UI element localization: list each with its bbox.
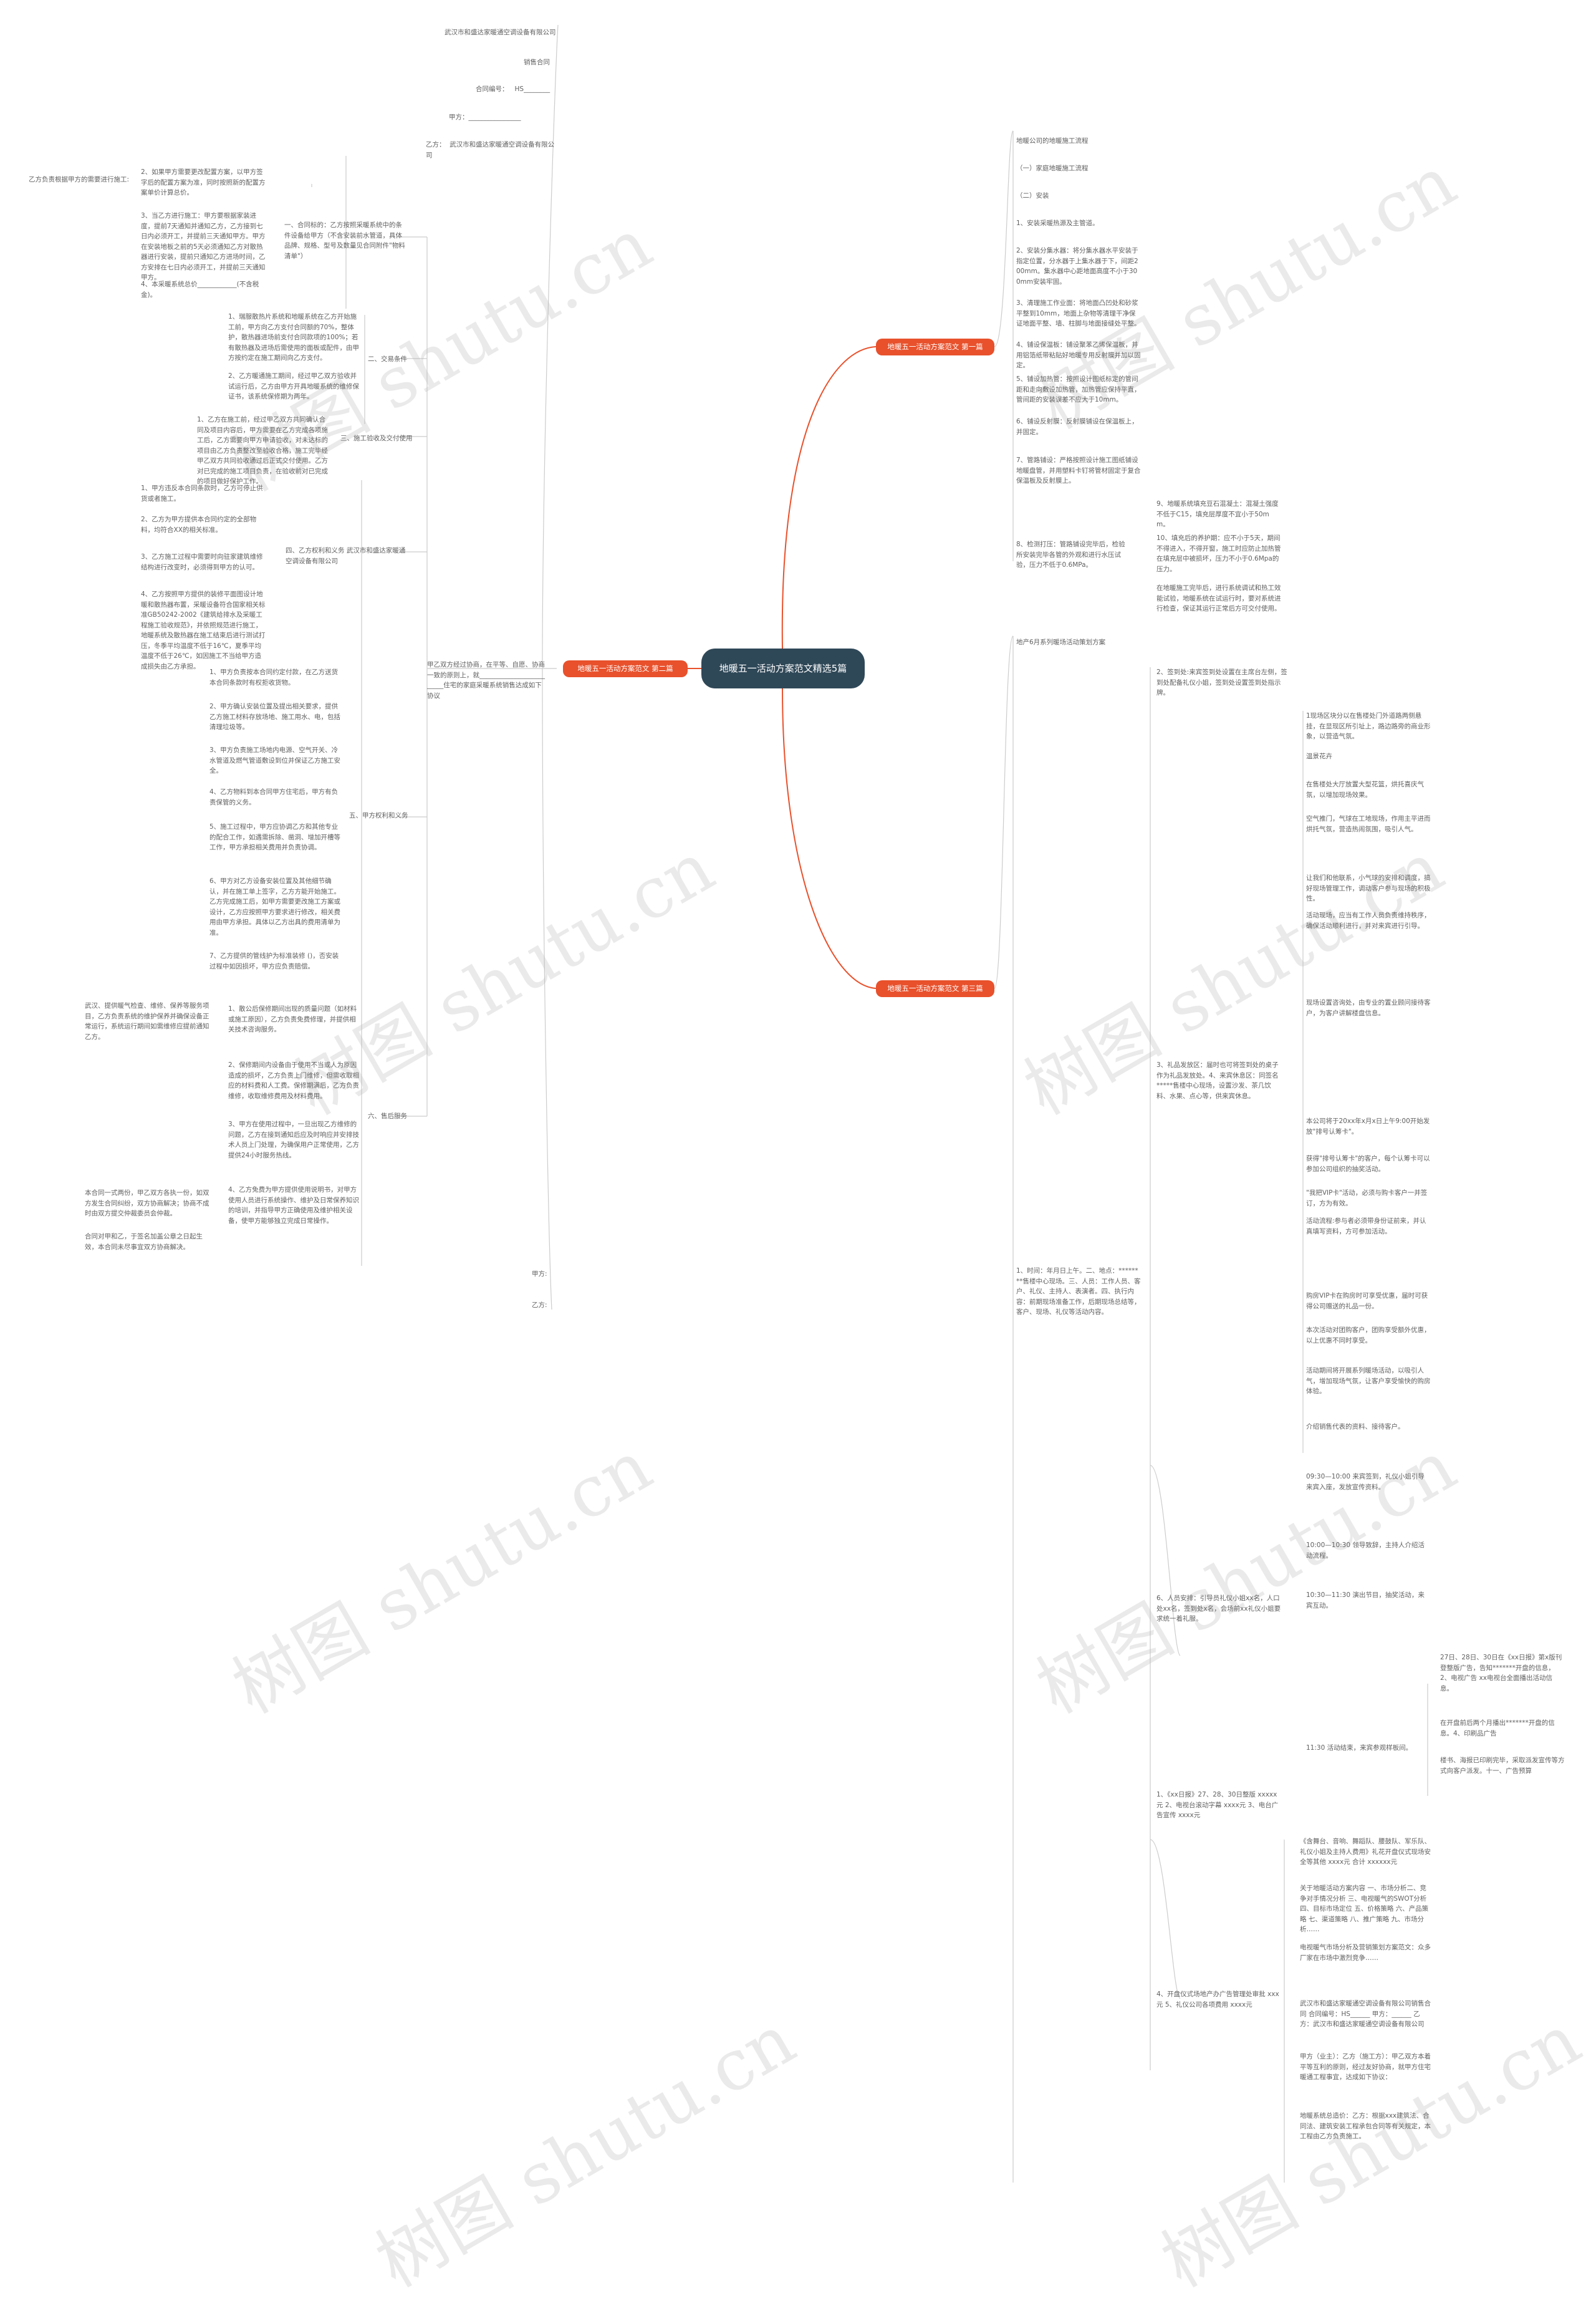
section-1: 一、合同标的：乙方按照采暖系统中的条件设备给甲方（不含安装前水管道，具体品牌、规…	[284, 221, 405, 260]
section-5: 五、甲方权利和义务	[349, 812, 408, 819]
contract-company: 武汉市和盛达家暖通空调设备有限公司	[445, 29, 556, 36]
b3-budget: 4、开盘仪式场地产办广告管理处审批 xxx元 5、礼仪公司各项费用 xxxx元	[1156, 1990, 1279, 2009]
mind-map: 树图 shutu.cn 树图 shutu.cn 树图 shutu.cn 树图 s…	[29, 24, 1594, 2303]
b1-item: 1、安装采暖热源及主管道。	[1016, 220, 1099, 227]
b1-item: （一）家庭地暖施工流程	[1016, 165, 1089, 172]
section-1-item: 2、如果甲方需要更改配置方案，以甲方签字后的配置方案为准，同时按照新的配置方案单…	[141, 168, 266, 196]
b1-item: （二）安装	[1016, 192, 1049, 200]
b3-gifts: 3、礼品发放区：届时也可将签到处的桌子作为礼品发放处。4、来宾休息区：同签名**…	[1156, 1061, 1279, 1100]
center-topic[interactable]: 地暖五一活动方案范文精选5篇	[701, 649, 865, 688]
b3-signin: 2、签到处:来宾签到处设置在主席台左侧，签到处配备礼仪小姐，签到处设置签到处指示…	[1156, 668, 1287, 697]
section-6-item: 1、散公后保修期间出现的质量问题（如材料或施工原因），乙方负责免费修理，并提供相…	[228, 1005, 357, 1033]
b3-plan: 甲方（业主）：乙方（施工方）：甲乙双方本着平等互利的原则，经过友好协商，就甲方住…	[1300, 2053, 1431, 2081]
section-4-item: 3、乙方施工过程中需要时向驻家建筑维修结构进行改变时，必须得到甲方的认可。	[141, 553, 263, 571]
b3-detail: 活动现场，应当有工作人员负责维持秩序，确保活动顺利进行，并对来宾进行引导。	[1306, 912, 1431, 930]
b3-detail: 介绍销售代表的资料、接待客户。	[1306, 1423, 1405, 1430]
b1-item: 8、检测打压：管路铺设完毕后，检验所安装完毕各管的外观和进行水压试验，压力不低于…	[1016, 541, 1125, 569]
b3-detail: 本次活动对团购客户，团购享受额外优惠，以上优惠不同时享受。	[1306, 1326, 1431, 1344]
b3-detail: 1现场区块分以在售楼处门外道路两侧悬挂，在显现区所引址上，路边路旁的商业形象，以…	[1306, 712, 1431, 740]
section-5-item: 2、甲方确认安装位置及提出相关要求，提供乙方施工材料存放场地、施工用水、电，包括…	[209, 703, 340, 731]
section-4: 四、乙方权利和义务 武汉市和盛达家暖通空调设备有限公司	[286, 547, 406, 565]
b3-agenda: 10:30—11:30 演出节目，抽奖活动，来宾互动。	[1306, 1591, 1425, 1609]
section-1-item: 4、本采暖系统总价____________(不含税金)。	[141, 281, 259, 299]
b1-subitem: 10、填充后的养护期：应不小于5天，期间不得进入，不得开窗，施工时应防止加热管在…	[1156, 534, 1281, 573]
b3-title: 地产6月系列暖场活动策划方案	[1016, 639, 1106, 646]
contract-party-b: 乙方： 武汉市和盛达家暖通空调设备有限公司	[426, 141, 555, 159]
branch-second[interactable]: 地暖五一活动方案范文 第二篇	[563, 660, 688, 677]
section-4-item: 4、乙方按照甲方提供的装修平面图设计地暖和散热器布置，采暖设备符合国家相关标准G…	[141, 591, 266, 670]
section-2-item: 2、乙方暖通施工期间，经过甲乙双方验收并试运行后，乙方由甲方开具地暖系统的维修保…	[228, 372, 359, 400]
b3-ads: 楼书、海报已印刷完毕，采取派发宣传等方式向客户派发。十一、广告预算	[1440, 1757, 1565, 1775]
section-1-note: 乙方负责根据甲方的需要进行施工:	[29, 176, 130, 183]
contract-intro: 甲乙双方经过协商，在平等、自愿、协商一致的原则上，就______________…	[427, 661, 545, 700]
section-3-item: 1、乙方在施工前，经过甲乙双方共同确认合同及项目内容后，甲方需要在乙方完成各项施…	[197, 416, 328, 485]
b3-ads: 在开盘前后两个月播出*******开盘的信息。4、印刷品广告	[1440, 1719, 1555, 1737]
section-6-item: 2、保修期间内设备由于使用不当或人为原因造成的损坏，乙方负责上门维修，但需收取相…	[228, 1061, 359, 1100]
branch-first[interactable]: 地暖五一活动方案范文 第一篇	[876, 339, 994, 355]
section-2-item: 1、瑞服散热片系统和地暖系统在乙方开始施工前，甲方向乙方支付合同额的70%，整体…	[228, 313, 359, 362]
branch-third[interactable]: 地暖五一活动方案范文 第三篇	[876, 980, 994, 997]
b1-item: 2、安装分集水器：将分集水器水平安装于指定位置，分水器于上集水器于下，间距200…	[1016, 247, 1138, 286]
section-5-item: 4、乙方物料到本合同甲方住宅后，甲方有负责保管的义务。	[209, 788, 339, 806]
b3-detail: 获得"排号认筹卡"的客户，每个认筹卡可以参加公司组织的抽奖活动。	[1306, 1155, 1430, 1173]
section-4-item: 1、甲方违反本合同条款时，乙方可停止供货或者施工。	[141, 485, 263, 503]
section-5-item: 6、甲方对乙方设备安装位置及其他细节确认，并在施工单上签字，乙方方能开始施工。乙…	[209, 877, 340, 937]
b3-plan: 武汉市和盛达家暖通空调设备有限公司销售合同 合同编号：HS______ 甲方：_…	[1300, 2000, 1431, 2028]
b3-detail: 温景花卉	[1306, 753, 1332, 760]
b3-detail: 让我们和他联系，小气球的安排和调度，搞好现场管理工作，调动客户参与现场的积极性。	[1306, 874, 1431, 902]
b3-schedule: 1、时间：年月日上午。二、地点：********售楼中心现场。三、人员：工作人员…	[1016, 1267, 1141, 1316]
b3-plan: 电视暖气市场分析及营销策划方案范文：众多厂家在市场中激烈竞争……	[1300, 1944, 1431, 1962]
b1-item: 4、铺设保温板：铺设聚苯乙烯保温板，并用铝箔纸带粘贴好地暖专用反射膜并加以固定。	[1016, 341, 1141, 369]
section-5-item: 3、甲方负责施工场地内电源、空气开关、冷水管道及燃气管道敷设到位并保证乙方施工安…	[209, 746, 340, 774]
b3-detail: "我把VIP卡"活动，必须与购卡客户一并签订，方为有效。	[1306, 1189, 1428, 1207]
b3-agenda: 10:00—10:30 领导致辞，主持人介绍活动流程。	[1306, 1541, 1425, 1560]
section-6-item: 4、乙方免费为甲方提供使用说明书，对甲方使用人员进行系统操作、维护及日常保养知识…	[228, 1186, 359, 1225]
b3-detail: 本公司将于20xx年x月x日上午9:00开始发放"排号认筹卡"。	[1306, 1117, 1430, 1136]
b3-budget: 1、《xx日报》27、28、30日整版 xxxxx元 2、电视台滚动字幕 xxx…	[1156, 1791, 1279, 1819]
contract-title: 销售合同	[524, 59, 550, 66]
section-5-item: 7、乙方提供的管线护为标准装修 ()，否安装过程中如因损坏，甲方应负责赔偿。	[209, 952, 339, 970]
b3-detail: 现场设置咨询处，由专业的置业顾问接待客户，为客户讲解楼盘信息。	[1306, 999, 1431, 1017]
connector-lines	[311, 24, 1428, 2183]
b3-agenda: 09:30—10:00 来宾签到，礼仪小姐引导来宾入座，发放宣传资料。	[1306, 1473, 1425, 1491]
b3-agenda: 11:30 活动结束，来宾参观样板间。	[1306, 1744, 1413, 1752]
b3-detail: 空气推门，气球在工地现场，作用主平进而烘托气氛，营造热闹氛围，吸引人气。	[1306, 815, 1431, 833]
b3-ads: 27日、28日、30日在《xx日报》第x版刊登整版广告，告知*******开盘的…	[1440, 1654, 1562, 1692]
section-4-item: 2、乙方为甲方提供本合同约定的全部物料，均符合XX的相关标准。	[141, 516, 257, 534]
section-6: 六、售后服务	[368, 1112, 407, 1120]
sign-party-b: 乙方:	[532, 1301, 547, 1309]
section-2: 二、交易条件	[368, 355, 407, 363]
section-6-note: 武汉、提供暖气检查、维修、保养等服务项目，乙方负责系统的维护保养并确保设备正常运…	[85, 1002, 209, 1041]
b3-detail: 活动期间将开展系列暖场活动，以吸引人气，增加现场气氛，让客户享受愉快的购房体验。	[1306, 1367, 1431, 1395]
contract-number: 合同编号： HS________	[476, 85, 550, 93]
b3-staff: 6、人员安排：引导员礼仪小姐xx名，人口处xx名，签到处x名，会场前xx礼仪小姐…	[1156, 1594, 1281, 1623]
b3-plan: 关于地暖活动方案内容 一、市场分析二、竞争对手情况分析 三、电视暖气的SWOT分…	[1300, 1884, 1429, 1933]
b3-detail: 在售楼处大厅放置大型花篮，烘托喜庆气氛，以增加现场效果。	[1306, 781, 1424, 799]
b1-item: 3、清理施工作业面：将地面凸凹处和砂浆平整到10mm，地面上杂物等清理干净保证地…	[1016, 299, 1141, 327]
b1-item: 6、铺设反射膜：反射膜铺设在保温板上，并固定。	[1016, 418, 1138, 436]
section-5-item: 5、施工过程中，甲方应协调乙方和其他专业的配合工作，如遇需拆除、凿洞、增加开槽等…	[209, 823, 340, 851]
b1-subitem: 在地暖施工完毕后，进行系统调试和热工效能试验，地暖系统在试运行时，要对系统进行检…	[1156, 584, 1281, 612]
sign-party-a: 甲方:	[532, 1270, 547, 1278]
section-6-note: 本合同一式两份，甲乙双方各执一份，如双方发生合同纠纷，双方协商解决；协商不成时由…	[85, 1189, 209, 1217]
section-5-item: 1、甲方负责按本合同约定付款，在乙方送货本合同条款时有权拒收货物。	[209, 668, 339, 687]
b1-subitem: 9、地暖系统填充豆石混凝土：混凝土强度不低于C15，填充层厚度不宜小于50mm。	[1156, 500, 1279, 528]
section-3: 三、施工验收及交付使用	[340, 435, 413, 442]
contract-party-a: 甲方：________________	[449, 113, 521, 121]
section-6-item: 3、甲方在使用过程中，一旦出现乙方维修的问题，乙方在接到通知后应及时响应并安排技…	[228, 1121, 359, 1159]
b3-detail: 活动流程:参与者必须带身份证前来，并认真填写资料，方可参加活动。	[1306, 1217, 1426, 1235]
section-1-item: 3、当乙方进行施工：甲方要根据家装进度，提前7天通知并通知乙方，乙方接到七日内必…	[141, 212, 266, 281]
b3-plan: 地暖系统总造价：乙方：根据xxx建筑法、合同法、建筑安装工程承包合同等有关规定，…	[1300, 2112, 1431, 2140]
b3-plan: 《含舞台、音响、舞蹈队、腰鼓队、军乐队、礼仪小姐及主持人费用》礼花开盘仪式现场安…	[1300, 1838, 1431, 1866]
b1-item: 7、管路铺设：严格按照设计施工图纸铺设地暖盘管，并用塑料卡钉将管材固定于复合保温…	[1016, 456, 1141, 485]
section-6-note: 合同对甲和乙，于签名加盖公章之日起生效，本合同未尽事宜双方协商解决。	[85, 1233, 203, 1251]
b1-item: 地暖公司的地暖施工流程	[1016, 137, 1089, 145]
b1-item: 5、铺设加热管：按照设计图纸标定的管间距和走向敷设加热管，加热管应保持平直，管间…	[1016, 375, 1141, 403]
b3-detail: 购房VIP卡在购房时可享受优惠，届时可获得公司赠送的礼品一份。	[1306, 1292, 1428, 1310]
